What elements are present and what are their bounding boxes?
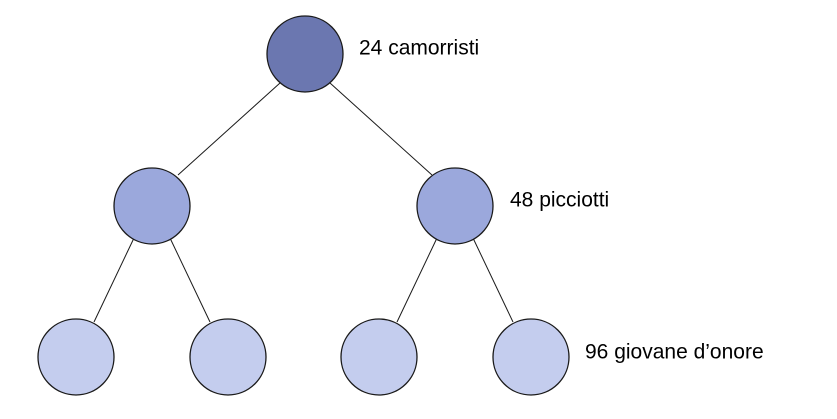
edge-right-leaf3 bbox=[396, 237, 438, 323]
edge-left-leaf1 bbox=[93, 237, 135, 323]
node-giovane-3 bbox=[340, 318, 418, 396]
node-giovane-1 bbox=[37, 318, 115, 396]
node-giovane-2 bbox=[189, 318, 267, 396]
label-level-3: 96 giovane d’onore bbox=[585, 341, 764, 364]
node-camorrista bbox=[266, 15, 344, 93]
node-giovane-4 bbox=[492, 318, 570, 396]
edge-right-leaf4 bbox=[472, 237, 514, 323]
node-picciotto-2 bbox=[416, 167, 494, 245]
label-level-1: 24 camorristi bbox=[359, 37, 479, 60]
edge-left-leaf2 bbox=[169, 237, 211, 323]
edge-root-right bbox=[329, 82, 433, 176]
label-level-2: 48 picciotti bbox=[510, 189, 609, 212]
node-picciotto-1 bbox=[113, 167, 191, 245]
edge-root-left bbox=[177, 82, 281, 176]
